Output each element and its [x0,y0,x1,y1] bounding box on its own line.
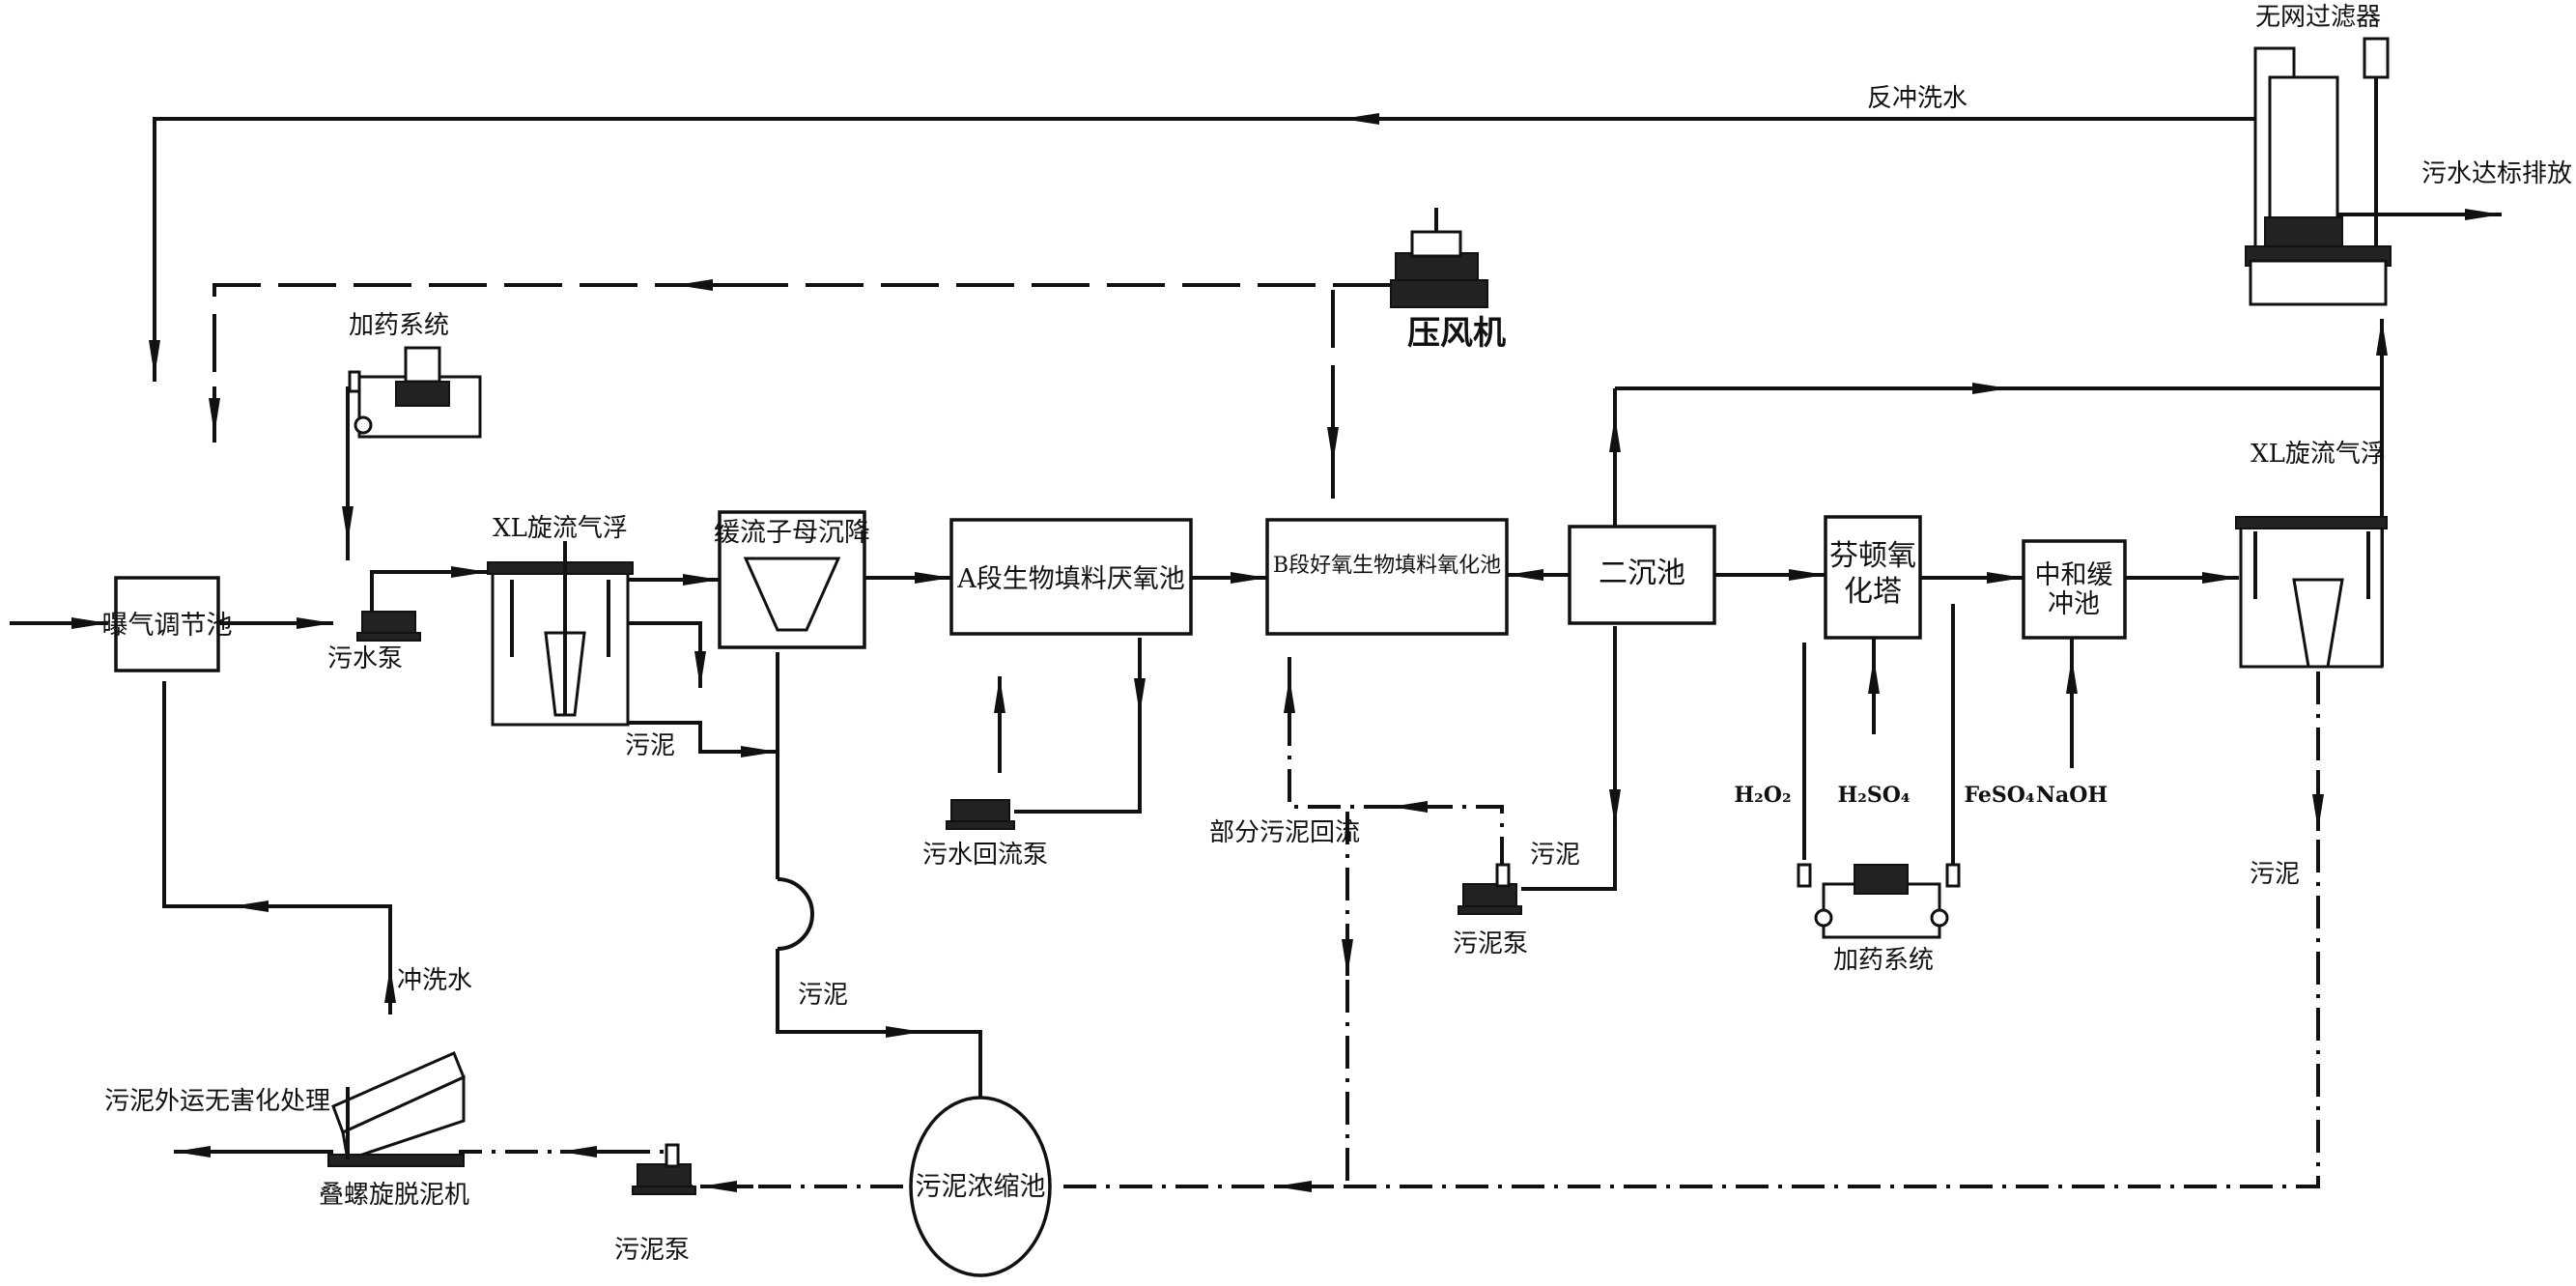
a-anaerobic-label: A段生物填料厌氧池 [956,564,1185,594]
meshless-filter: 无网过滤器 [2245,3,2392,306]
buffer-settling-label: 缓流子母沉降 [714,518,870,548]
chem-h2o2: H₂O₂ [1734,783,1791,808]
fenton-tower: 芬顿氧 化塔 [1824,515,1922,640]
backwash-label: 反冲洗水 [1867,84,1967,113]
return-pump-label: 污水回流泵 [922,841,1048,870]
sludge-air-lines [209,279,2324,1192]
fenton-label-2: 化塔 [1844,575,1902,609]
blower-label: 压风机 [1407,314,1506,353]
secondary-clarifier: 二沉池 [1568,525,1716,625]
aeration-tank: 曝气调节池 [102,576,233,672]
dosing-system-2: 加药系统 [1797,863,1961,975]
sludge-label-4: 污泥 [2250,860,2300,889]
chemical-labels: H₂O₂ H₂SO₄ FeSO₄ NaOH [1734,783,2108,808]
buffer-settling-tank: 缓流子母沉降 [714,510,870,649]
chem-feso4: FeSO₄ [1964,783,2034,808]
line-labels: 反冲洗水 污水达标排放 污泥 污泥 污泥 污泥 部分污泥回流 冲洗水 污泥外运无… [104,84,2572,1116]
chem-h2so4: H₂SO₄ [1837,783,1910,808]
sludge-label-1: 污泥 [625,731,675,760]
neutral-label-1: 中和缓 [2035,560,2113,590]
dosing-system-1: 加药系统 [348,311,482,439]
b-aerobic-tank: B段好氧生物填料氧化池 [1265,518,1509,636]
xl-flotation-1-label: XL旋流气浮 [493,514,628,543]
sewage-pump-label: 污水泵 [327,644,403,673]
discharge-label: 污水达标排放 [2421,159,2572,188]
aeration-tank-label: 曝气调节池 [102,611,233,641]
xl-flotation-2-label: XL旋流气浮 [2250,440,2386,469]
sludge-thickener: 污泥浓缩池 [909,1096,1052,1277]
sludge-label-3: 污泥 [1530,841,1580,870]
sludge-label-2: 污泥 [798,981,848,1010]
fenton-label-1: 芬顿氧 [1829,539,1916,573]
secondary-clarifier-label: 二沉池 [1599,557,1685,590]
blower: 压风机 [1390,208,1506,353]
sludge-out-label: 污泥外运无害化处理 [104,1087,330,1116]
sewage-pump: 污水泵 [327,611,421,673]
thickener-label: 污泥浓缩池 [916,1172,1046,1202]
neutralization-tank: 中和缓 冲池 [2022,539,2127,640]
neutral-label-2: 冲池 [2048,589,2100,619]
sludge-pump-1: 污泥泵 [1453,863,1528,958]
meshless-filter-label: 无网过滤器 [2255,3,2381,32]
dewatering-machine: 叠螺旋脱泥机 [319,1051,469,1210]
flow-lines [10,113,2502,1157]
chem-naoh: NaOH [2036,783,2108,808]
xl-flotation-2: XL旋流气浮 [2235,440,2388,669]
dewatering-label: 叠螺旋脱泥机 [319,1181,469,1210]
rinse-water-label: 冲洗水 [397,966,472,995]
sludge-pump-1-label: 污泥泵 [1453,929,1528,958]
xl-flotation-1: XL旋流气浮 [487,514,634,727]
return-pump: 污水回流泵 [922,799,1048,870]
a-anaerobic-tank: A段生物填料厌氧池 [949,518,1193,636]
sludge-pump-2-label: 污泥泵 [614,1236,690,1265]
sludge-pump-2: 污泥泵 [614,1143,696,1265]
b-aerobic-label: B段好氧生物填料氧化池 [1273,554,1501,578]
dosing-system-2-label: 加药系统 [1833,946,1934,975]
partial-return-label: 部分污泥回流 [1209,818,1360,847]
dosing-system-1-label: 加药系统 [349,311,449,340]
